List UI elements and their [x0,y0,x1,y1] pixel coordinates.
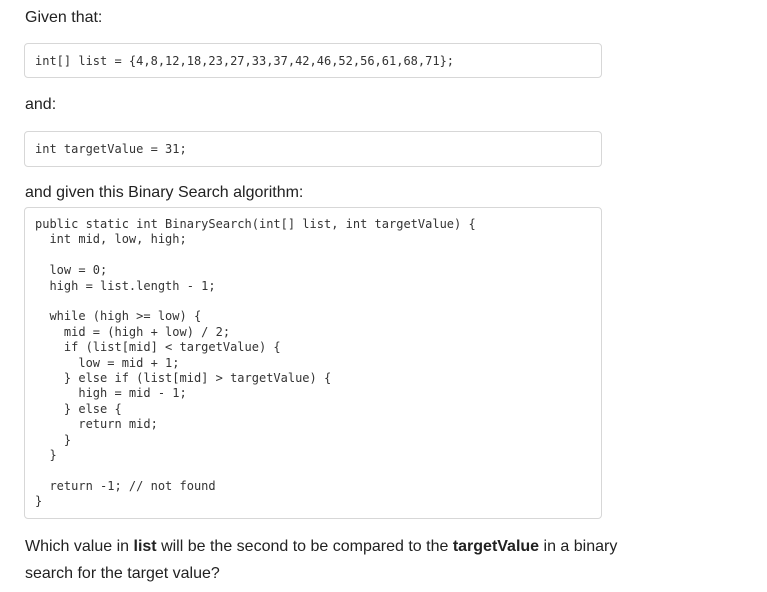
question-bold-list: list [133,538,157,555]
list-declaration-text: int[] list = {4,8,12,18,23,27,33,37,42,4… [35,54,455,68]
target-declaration-code: int targetValue = 31; [24,131,602,167]
algorithm-intro-label: and given this Binary Search algorithm: [25,184,304,201]
question-part-3: in a binary search for the target value? [25,538,618,582]
question-part-1: Which value in [25,538,134,555]
question-text: Which value in list will be the second t… [25,533,625,587]
binary-search-code: public static int BinarySearch(int[] lis… [24,207,602,519]
binary-search-text: public static int BinarySearch(int[] lis… [35,217,476,509]
question-part-2: will be the second to be compared to the [156,538,453,555]
list-declaration-code: int[] list = {4,8,12,18,23,27,33,37,42,4… [24,43,602,78]
given-label: Given that: [25,9,103,26]
and-label: and: [25,96,57,113]
question-bold-target-value: targetValue [452,538,540,555]
target-declaration-text: int targetValue = 31; [35,142,187,156]
